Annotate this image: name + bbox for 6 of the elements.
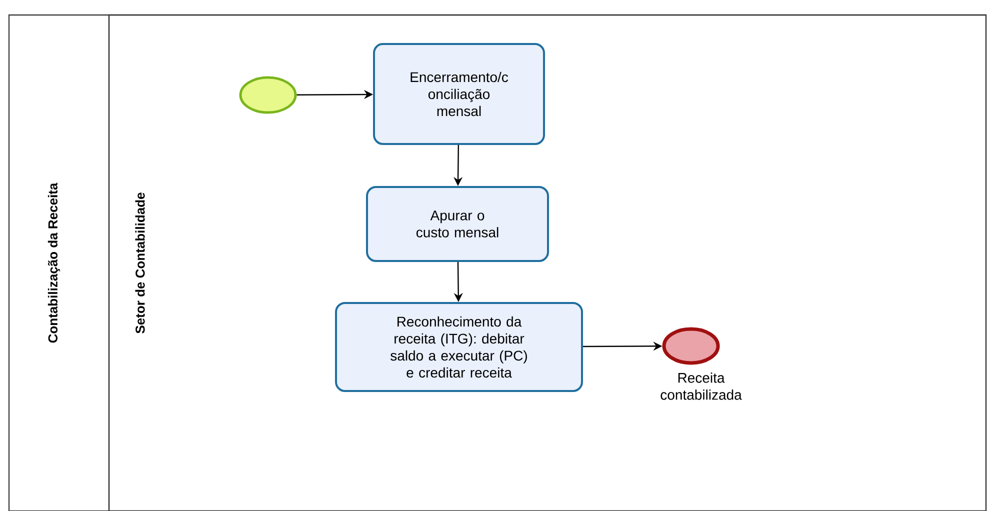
end-event-circle (662, 327, 720, 365)
event-label: Receita contabilizada (660, 372, 742, 400)
task-box: Apurar o custo mensal (366, 186, 549, 262)
start-event-circle (239, 76, 297, 114)
task-box: Encerramento/c onciliação mensal (373, 43, 545, 145)
task-box: Reconhecimento da receita (ITG): debitar saldo a executar (PC) e creditar receita (335, 302, 583, 392)
